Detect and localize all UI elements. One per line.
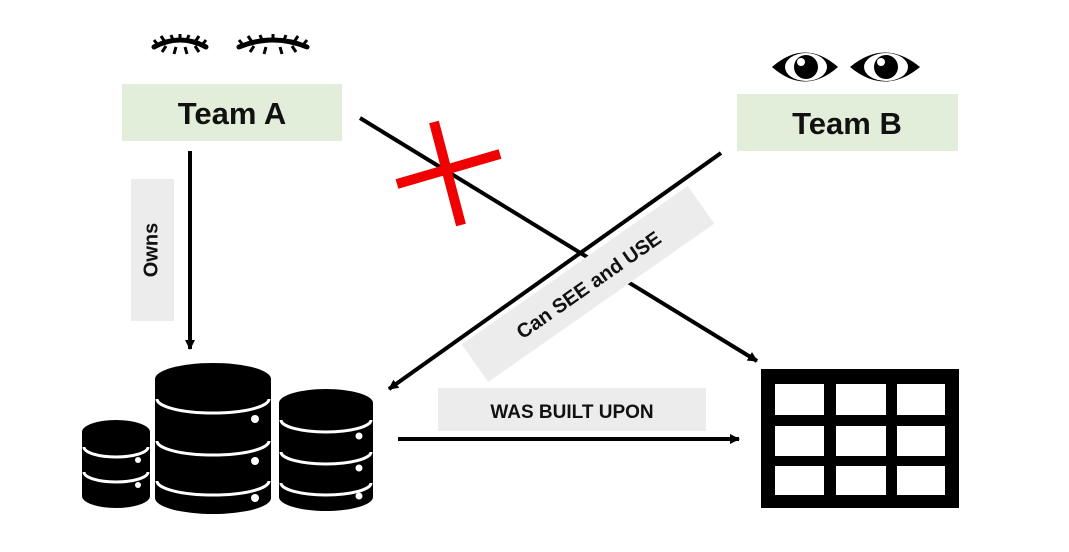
- owns-edge: Owns: [131, 151, 195, 350]
- small-database-icon: [82, 420, 150, 508]
- table-grid-icon: [761, 369, 959, 508]
- was-built-upon-edge: WAS BUILT UPON: [398, 388, 740, 444]
- large-database-icon: [155, 363, 271, 514]
- owns-label: Owns: [140, 223, 162, 277]
- team-b-to-data-arrow: [387, 151, 723, 391]
- owns-label-box: [131, 179, 174, 321]
- team-b-node: Team B: [737, 94, 958, 151]
- team-a-label: Team A: [178, 96, 287, 131]
- team-b-label: Team B: [792, 106, 902, 141]
- open-eyes-icon: [772, 52, 920, 82]
- team-a-to-table-arrow: [358, 116, 759, 363]
- database-stack-icon: [82, 363, 373, 514]
- team-a-node: Team A: [122, 84, 342, 141]
- was-built-upon-label-box: [438, 388, 706, 431]
- can-see-and-use-label-box: [461, 186, 715, 382]
- can-see-and-use-edge: Can SEE and USE: [387, 151, 723, 391]
- red-x-icon: [395, 120, 502, 227]
- medium-database-icon: [279, 389, 373, 511]
- closed-eyes-icon: [151, 34, 310, 55]
- was-built-upon-label: WAS BUILT UPON: [490, 402, 653, 423]
- team-a-to-table-edge: [358, 116, 759, 363]
- team-a-box: [122, 84, 342, 141]
- team-b-box: [737, 94, 958, 151]
